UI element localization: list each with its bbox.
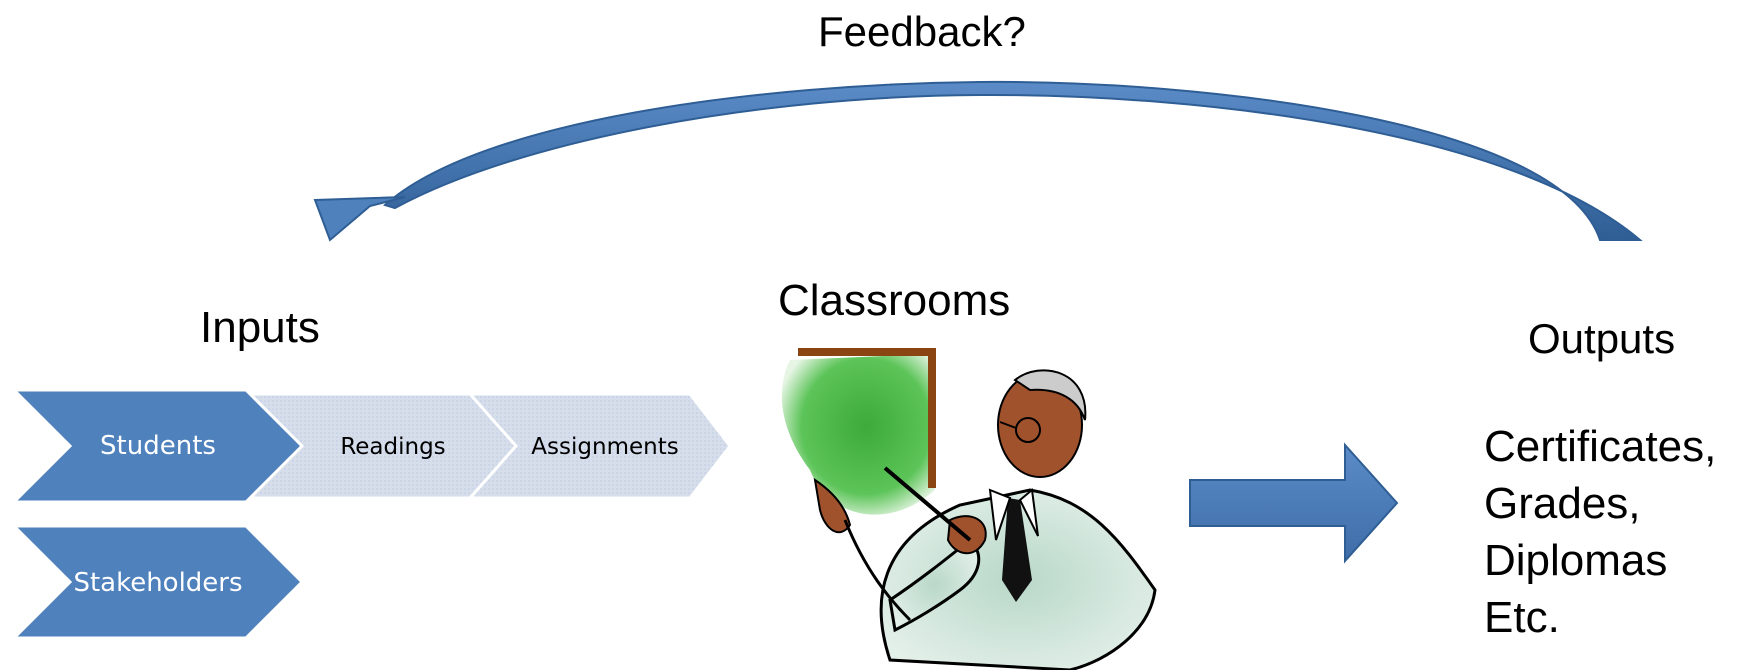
outputs-title: Outputs	[1528, 315, 1676, 362]
chevron-label-students: Students	[100, 431, 216, 461]
right-arrow-icon	[1189, 442, 1399, 564]
inputs-chevrons: Assignments Readings Students Stakeholde…	[10, 388, 732, 640]
outputs-item: Grades,	[1484, 479, 1641, 528]
outputs-list: Certificates, Grades, Diplomas Etc.	[1484, 418, 1716, 646]
feedback-label: Feedback?	[818, 8, 1026, 55]
chevron-students: Students	[10, 388, 305, 504]
classrooms-title: Classrooms	[778, 276, 1011, 325]
chevron-label-stakeholders: Stakeholders	[73, 568, 242, 598]
chevron-readings: Readings	[246, 392, 519, 500]
chevron-label-assignments: Assignments	[531, 434, 678, 460]
outputs-item: Certificates,	[1484, 422, 1717, 471]
chevron-stakeholders: Stakeholders	[10, 524, 305, 640]
outputs-item: Diplomas	[1484, 536, 1668, 585]
outputs-item: Etc.	[1484, 593, 1560, 642]
teacher-clipart-icon	[781, 348, 1157, 670]
chevron-label-readings: Readings	[340, 434, 445, 460]
inputs-title: Inputs	[200, 303, 320, 352]
chevron-assignments: Assignments	[466, 392, 732, 500]
